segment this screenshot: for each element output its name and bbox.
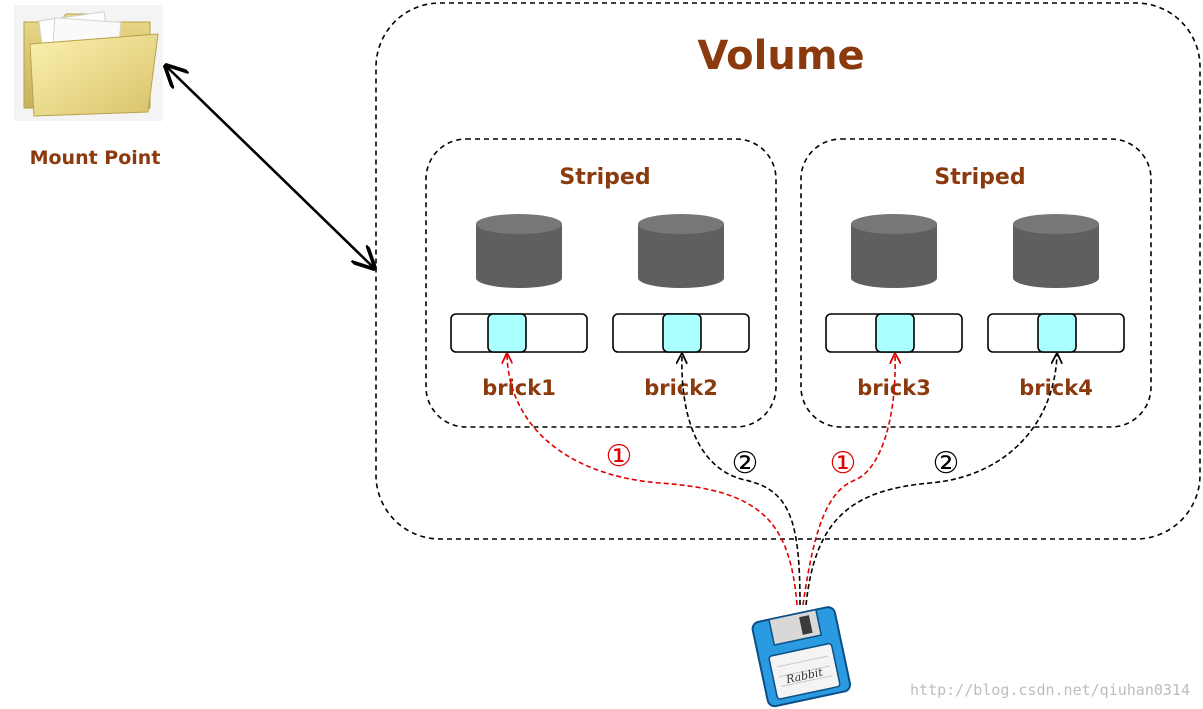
watermark: http://blog.csdn.net/qiuhan0314 <box>910 681 1190 699</box>
brick-block <box>450 313 588 353</box>
stripe-chunk <box>662 313 702 353</box>
brick-label: brick4 <box>1019 376 1093 400</box>
step-marker: ① <box>606 439 633 474</box>
stripe-chunk <box>875 313 915 353</box>
stripe-chunk <box>1037 313 1077 353</box>
group-container <box>425 138 777 428</box>
step-marker: ① <box>830 446 857 481</box>
write-path-black-2 <box>805 354 1057 606</box>
striped-group-2: Striped brick3 brick4 <box>800 138 1152 428</box>
group-title: Striped <box>934 165 1025 190</box>
folder-icon <box>14 5 163 121</box>
step-marker: ② <box>732 446 759 481</box>
brick-label: brick2 <box>644 376 718 400</box>
step-marker: ② <box>933 446 960 481</box>
disk-icon <box>476 214 562 288</box>
group-container <box>800 138 1152 428</box>
brick-block <box>612 313 750 353</box>
write-path-red-2 <box>802 354 895 606</box>
brick-label: brick1 <box>482 376 556 400</box>
disk-icon <box>851 214 937 288</box>
disk-icon <box>1013 214 1099 288</box>
volume-title: Volume <box>697 33 864 79</box>
mount-point-label: Mount Point <box>30 147 161 169</box>
stripe-chunk <box>487 313 527 353</box>
volume-container <box>375 2 1201 540</box>
brick-block <box>987 313 1125 353</box>
mount-connection-arrow <box>166 66 374 268</box>
floppy-disk-icon: Rabbit <box>751 606 852 708</box>
brick-block <box>825 313 963 353</box>
write-path-red-1 <box>507 354 798 606</box>
striped-group-1: Striped brick1 brick2 <box>425 138 777 428</box>
disk-icon <box>638 214 724 288</box>
group-title: Striped <box>559 165 650 190</box>
